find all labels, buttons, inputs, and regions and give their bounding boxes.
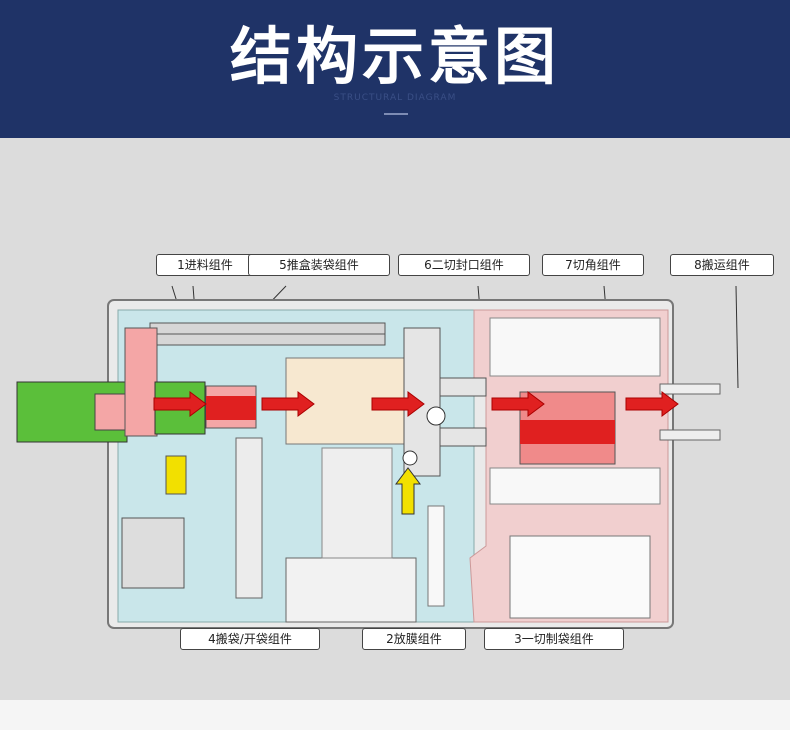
label-cut-bag-making: 3一切制袋组件 [484,628,624,650]
film-feed-arrow [395,467,421,515]
feed-pusher [124,327,158,437]
flow-arrow-2 [261,391,315,417]
transport-rail-bottom [659,429,721,441]
lower-cabinet [509,535,651,619]
flow-arrow-4 [491,391,545,417]
label-second-cut-seal: 6二切封口组件 [398,254,530,276]
diagram-stage: 1进料组件 5推盒装袋组件 6二切封口组件 7切角组件 8搬运组件 4搬袋/开袋… [0,138,790,700]
machine-diagram [16,285,739,633]
label-film-release: 2放膜组件 [362,628,466,650]
film-roll-unit [285,557,417,623]
incoming-box [94,393,131,431]
film-roller [426,406,446,426]
label-push-box-bagging: 5推盒装袋组件 [248,254,390,276]
flow-arrows [153,391,679,417]
page-title: 结构示意图 [229,20,560,93]
flow-arrow-5 [625,391,679,417]
bag-carry-column [235,437,263,599]
control-box [121,517,185,589]
label-corner-cut: 7切角组件 [542,254,644,276]
bag-open-frame [321,447,393,559]
glue-tank [165,455,187,495]
seal-bar-bottom [439,427,487,447]
cut-blade-column [427,505,445,607]
label-transport: 8搬运组件 [670,254,774,276]
transport-rail-top [659,383,721,395]
bottom-strip [0,700,790,730]
finished-bag-band [520,420,615,444]
leader-transport [735,285,739,389]
label-bag-carry-open: 4搬袋/开袋组件 [180,628,320,650]
film-roller-2 [402,450,418,466]
page-subtitle: STRUCTURAL DIAGRAM [333,93,457,103]
title-divider [384,113,408,115]
corner-cutter-bottom [489,467,661,505]
flow-arrow-1 [153,391,207,417]
flow-arrow-3 [371,391,425,417]
bag-area-fill [206,396,256,420]
label-feed: 1进料组件 [156,254,254,276]
seal-bar-top [439,377,487,397]
corner-cutter-top [489,317,661,377]
header-banner: 结构示意图 STRUCTURAL DIAGRAM [0,0,790,138]
